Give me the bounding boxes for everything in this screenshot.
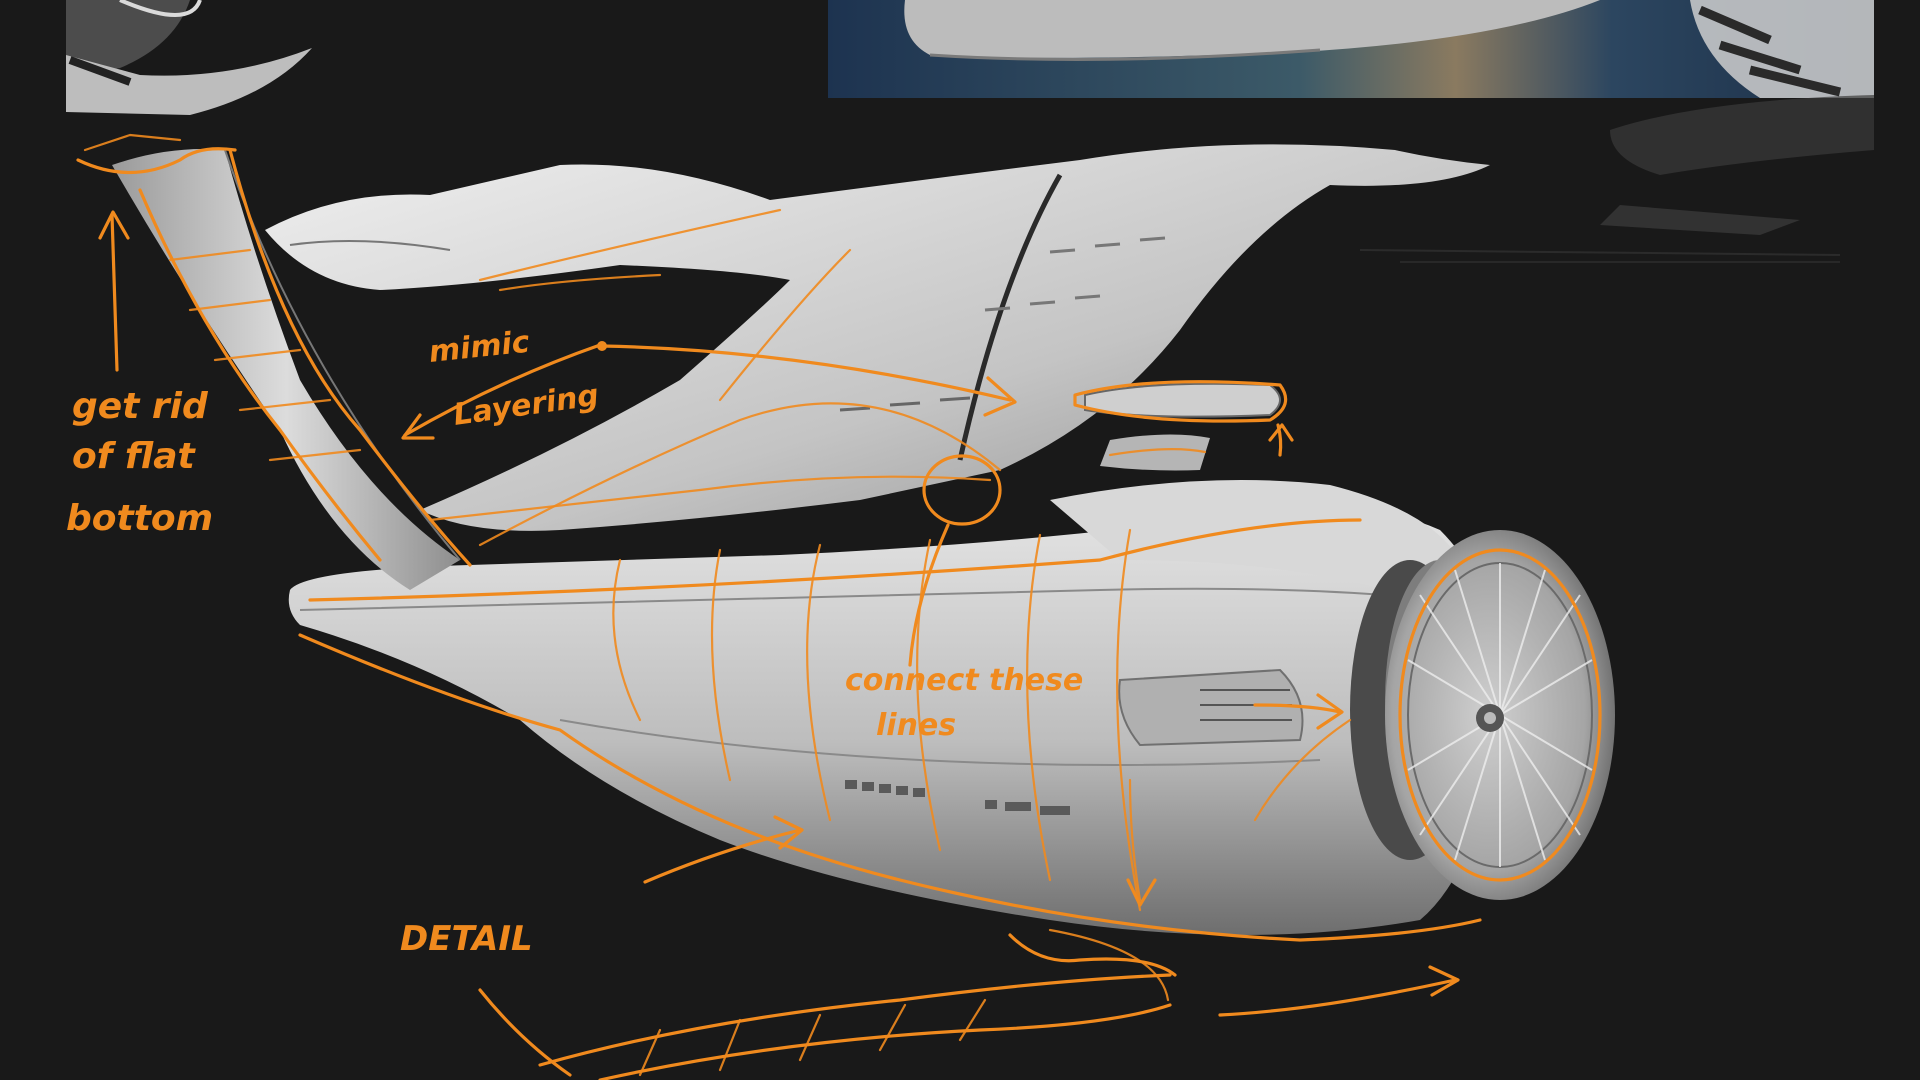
detail-arrow-right bbox=[1218, 978, 1457, 1017]
sensor-pod bbox=[1084, 382, 1281, 471]
ship-upper-fin bbox=[265, 144, 1490, 531]
background-ship-silhouette bbox=[1359, 95, 1874, 263]
annotation-flat-bottom-line1: get rid bbox=[72, 386, 209, 427]
hull-window-row-2 bbox=[985, 800, 1070, 815]
layering-arrow bbox=[403, 343, 602, 437]
annotation-flat-bottom: get rid of flat bottom bbox=[66, 386, 213, 539]
annotation-layering-line2: Layering bbox=[451, 378, 601, 433]
reference-photo bbox=[828, 0, 1874, 98]
hull-window-row-1 bbox=[845, 780, 925, 797]
annotation-flat-bottom-line3: bottom bbox=[66, 498, 213, 539]
paintover-strokes bbox=[76, 133, 1602, 1080]
annotation-detail: DETAIL bbox=[400, 919, 533, 959]
flat-bottom-arrow bbox=[110, 213, 119, 372]
annotation-connect-lines: connect these lines bbox=[845, 663, 1083, 743]
ship-hull bbox=[288, 480, 1502, 935]
annotation-connect-line1: connect these bbox=[845, 663, 1083, 698]
annotation-flat-bottom-line2: of flat bbox=[72, 436, 197, 477]
annotation-layering-line1: mimic bbox=[427, 325, 531, 370]
corner-ship-detail bbox=[66, 0, 312, 115]
annotation-connect-line2: lines bbox=[876, 708, 956, 743]
detail-arrow-left bbox=[643, 828, 802, 884]
annotation-detail-text: DETAIL bbox=[400, 919, 533, 959]
engine-disc bbox=[1350, 530, 1615, 900]
